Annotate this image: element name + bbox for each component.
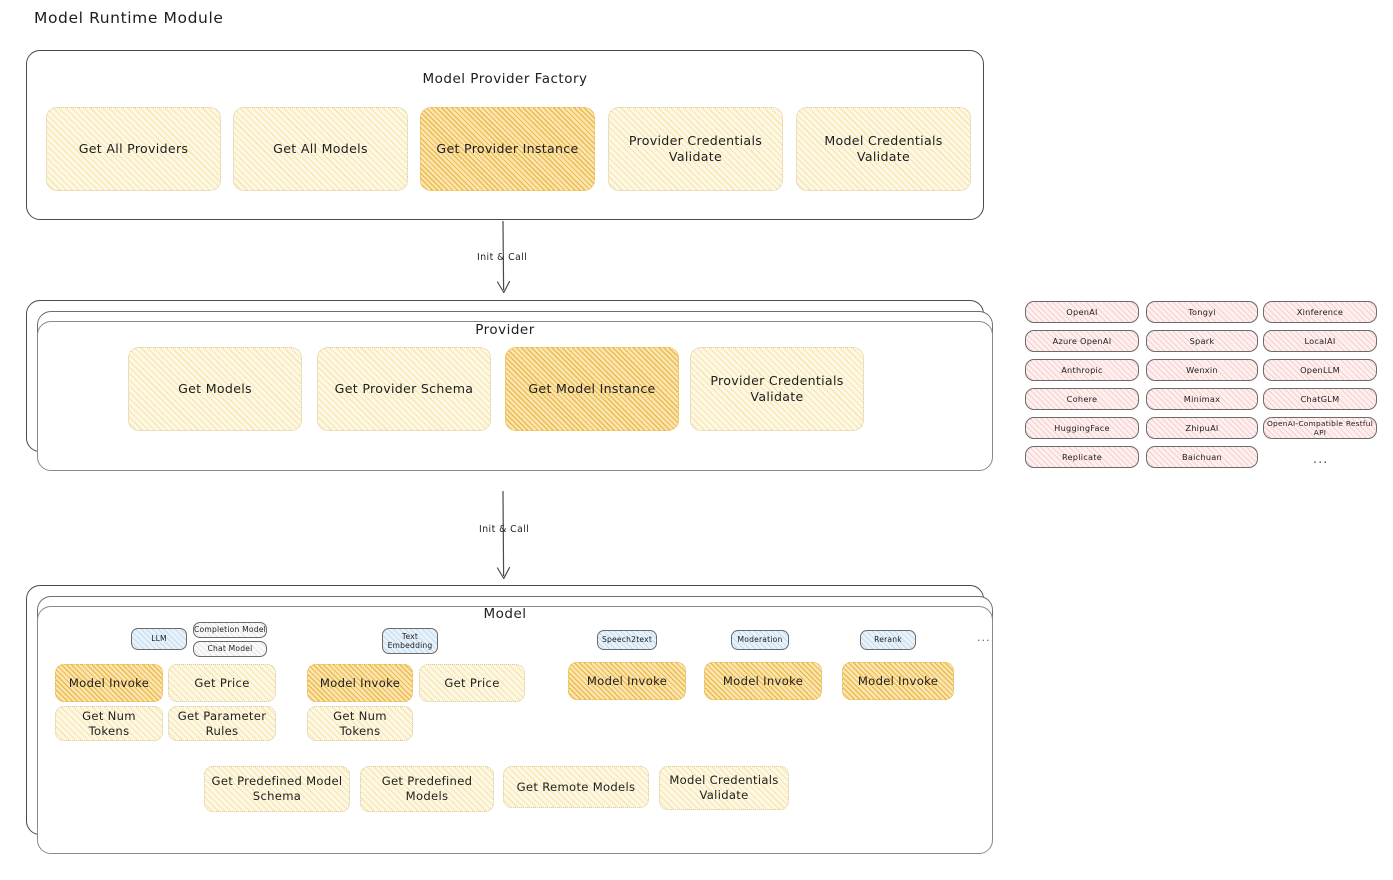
provider-list-more-ellipsis: ... (1313, 452, 1329, 467)
model-types-more-ellipsis: ... (977, 631, 991, 644)
llm-method-get-num-tokens[interactable]: Get Num Tokens (55, 706, 163, 741)
model-type-badge-speech2text[interactable]: Speech2text (597, 630, 657, 650)
model-provider-factory-container: Model Provider Factory Get All Providers… (26, 50, 984, 220)
factory-item-get-all-models[interactable]: Get All Models (233, 107, 408, 191)
provider-item-get-provider-schema[interactable]: Get Provider Schema (317, 347, 491, 431)
llm-method-model-invoke[interactable]: Model Invoke (55, 664, 163, 702)
llm-method-get-price[interactable]: Get Price (168, 664, 276, 702)
provider-title: Provider (475, 322, 535, 338)
factory-item-model-credentials-validate[interactable]: Model Credentials Validate (796, 107, 971, 191)
arrow-label-init-and-call-2: Init & Call (479, 524, 530, 535)
moderation-method-model-invoke[interactable]: Model Invoke (704, 662, 822, 700)
provider-chip-openai-compatible-restful-api[interactable]: OpenAI-Compatible Restful API (1263, 417, 1377, 439)
provider-chip-baichuan[interactable]: Baichuan (1146, 446, 1258, 468)
provider-chip-huggingface[interactable]: HuggingFace (1025, 417, 1139, 439)
provider-chip-wenxin[interactable]: Wenxin (1146, 359, 1258, 381)
rerank-method-model-invoke[interactable]: Model Invoke (842, 662, 954, 700)
provider-chip-openllm[interactable]: OpenLLM (1263, 359, 1377, 381)
factory-item-get-all-providers[interactable]: Get All Providers (46, 107, 221, 191)
provider-chip-spark[interactable]: Spark (1146, 330, 1258, 352)
arrow-factory-to-provider (496, 220, 511, 294)
factory-item-provider-credentials-validate[interactable]: Provider Credentials Validate (608, 107, 783, 191)
arrow-provider-to-model (496, 490, 511, 580)
model-subbadge-completion-model[interactable]: Completion Model (193, 622, 267, 638)
model-provider-factory-title: Model Provider Factory (422, 71, 588, 87)
speech2text-method-model-invoke[interactable]: Model Invoke (568, 662, 686, 700)
model-shared-method-model-credentials-validate[interactable]: Model Credentials Validate (659, 766, 789, 810)
model-shared-method-get-remote-models[interactable]: Get Remote Models (503, 766, 649, 808)
provider-chip-minimax[interactable]: Minimax (1146, 388, 1258, 410)
model-title: Model (483, 606, 527, 622)
llm-method-get-parameter-rules[interactable]: Get Parameter Rules (168, 706, 276, 741)
provider-chip-anthropic[interactable]: Anthropic (1025, 359, 1139, 381)
provider-chip-replicate[interactable]: Replicate (1025, 446, 1139, 468)
provider-chip-localai[interactable]: LocalAI (1263, 330, 1377, 352)
model-shared-method-get-predefined-models[interactable]: Get Predefined Models (360, 766, 494, 812)
text-embedding-method-model-invoke[interactable]: Model Invoke (307, 664, 413, 702)
factory-item-get-provider-instance[interactable]: Get Provider Instance (420, 107, 595, 191)
provider-item-get-models[interactable]: Get Models (128, 347, 302, 431)
provider-chip-openai[interactable]: OpenAI (1025, 301, 1139, 323)
page-title: Model Runtime Module (34, 9, 224, 27)
provider-chip-zhipuai[interactable]: ZhipuAI (1146, 417, 1258, 439)
model-type-badge-llm[interactable]: LLM (131, 628, 187, 650)
provider-chip-azure-openai[interactable]: Azure OpenAI (1025, 330, 1139, 352)
provider-item-provider-credentials-validate[interactable]: Provider Credentials Validate (690, 347, 864, 431)
model-subbadge-chat-model[interactable]: Chat Model (193, 641, 267, 657)
provider-chip-chatglm[interactable]: ChatGLM (1263, 388, 1377, 410)
text-embedding-method-get-num-tokens[interactable]: Get Num Tokens (307, 706, 413, 741)
provider-chip-cohere[interactable]: Cohere (1025, 388, 1139, 410)
model-type-badge-moderation[interactable]: Moderation (731, 630, 789, 650)
model-shared-method-get-predefined-model-schema[interactable]: Get Predefined Model Schema (204, 766, 350, 812)
model-type-badge-rerank[interactable]: Rerank (860, 630, 916, 650)
model-type-badge-text-embedding[interactable]: Text Embedding (382, 628, 438, 654)
provider-chip-xinference[interactable]: Xinference (1263, 301, 1377, 323)
provider-container: Provider Get Models Get Provider Schema … (26, 300, 993, 471)
text-embedding-method-get-price[interactable]: Get Price (419, 664, 525, 702)
model-container: Model LLM Completion Model Chat Model Mo… (26, 585, 993, 854)
arrow-label-init-and-call-1: Init & Call (477, 252, 528, 263)
provider-item-get-model-instance[interactable]: Get Model Instance (505, 347, 679, 431)
provider-chip-tongyi[interactable]: Tongyi (1146, 301, 1258, 323)
